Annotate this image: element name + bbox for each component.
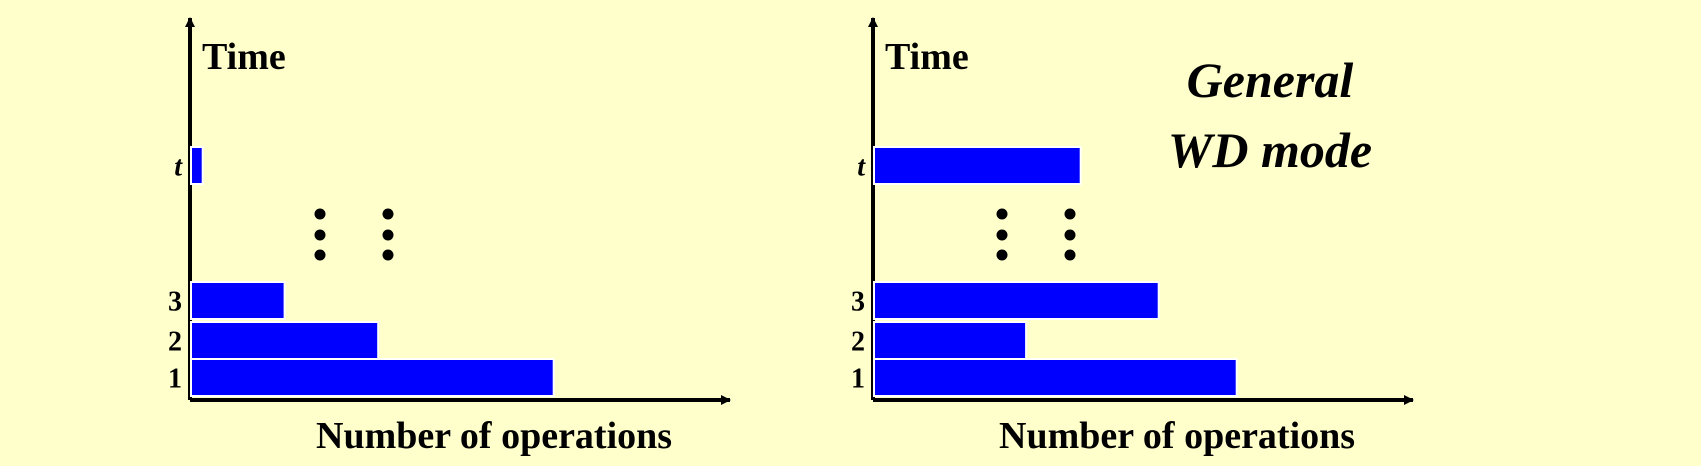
chart1-bar-t [190, 146, 204, 185]
chart2-title-line-2: WD mode [1168, 122, 1372, 178]
chart2-x-axis-label: Number of operations [999, 415, 1355, 457]
chart1-continuation-dot-2-1 [382, 208, 394, 220]
chart2-continuation-dot-2-3 [1064, 249, 1076, 261]
chart1-tick-label-t: t [174, 152, 183, 183]
chart1-continuation-dot-1-2 [314, 229, 326, 241]
chart2-continuation-dot-1-3 [996, 249, 1008, 261]
chart2-bar-2 [873, 321, 1028, 360]
chart1-bar-2 [190, 321, 380, 360]
chart1-continuation-dot-2-2 [382, 229, 394, 241]
chart2-tick-label-3: 3 [851, 287, 865, 318]
chart2-tick-label-2: 2 [851, 327, 865, 358]
chart1-continuation-dot-2-3 [382, 249, 394, 261]
chart1-bar-3 [190, 281, 286, 320]
chart2-bar-1 [873, 358, 1238, 397]
chart1-x-axis-label: Number of operations [316, 415, 672, 457]
chart2-bar-3 [873, 281, 1160, 320]
chart2-y-axis-label: Time [885, 36, 969, 78]
chart1-tick-label-1: 1 [168, 364, 182, 395]
chart2-continuation-dot-2-1 [1064, 208, 1076, 220]
chart1-continuation-dot-1-3 [314, 249, 326, 261]
chart2-continuation-dot-2-2 [1064, 229, 1076, 241]
chart1-continuation-dot-1-1 [314, 208, 326, 220]
chart1-tick-label-3: 3 [168, 287, 182, 318]
chart2-continuation-dot-1-2 [996, 229, 1008, 241]
chart2-tick-label-1: 1 [851, 364, 865, 395]
chart2-tick-label-t: t [857, 152, 866, 183]
chart1-y-axis-label: Time [202, 36, 286, 78]
chart2-title-line-1: General [1187, 52, 1354, 108]
chart1-tick-label-2: 2 [168, 327, 182, 358]
chart2-bar-t [873, 146, 1082, 185]
chart1-bar-1 [190, 358, 555, 397]
chart2-continuation-dot-1-1 [996, 208, 1008, 220]
